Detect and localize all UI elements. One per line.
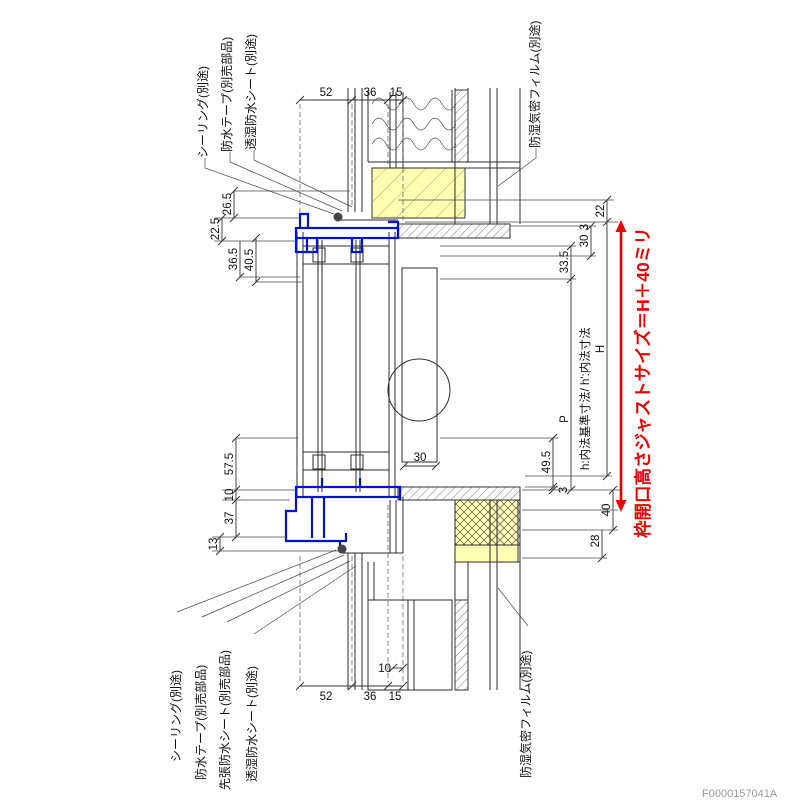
dim-right-40: 40 bbox=[601, 504, 613, 517]
label-breathable-sheet-top: 透湿防水シート(別途) bbox=[243, 34, 258, 150]
label-waterproof-tape-bottom: 防水テープ(別売部品) bbox=[193, 665, 208, 780]
dim-bottom-10: 10 bbox=[378, 663, 391, 675]
label-opening-height-note: 枠開口高さジャストサイズ＝H＋40ミリ bbox=[633, 227, 653, 538]
dim-right-28: 28 bbox=[590, 535, 602, 548]
dim-bottom-15: 15 bbox=[389, 691, 402, 703]
dimension-lines bbox=[212, 95, 620, 691]
red-arrow-down-icon bbox=[615, 500, 627, 512]
wall-structure bbox=[340, 88, 521, 691]
dim-left-57-5: 57.5 bbox=[224, 453, 236, 475]
dim-top-15: 15 bbox=[390, 87, 403, 99]
dim-right-P: P bbox=[559, 415, 571, 423]
dim-right-33-5: 33.5 bbox=[559, 251, 571, 273]
label-vapor-film-top: 防湿気密フィルム(別途) bbox=[527, 20, 542, 148]
dim-right-22: 22 bbox=[595, 205, 607, 218]
red-height-annotation bbox=[615, 220, 627, 512]
label-sealing-top: シーリング(別途) bbox=[195, 66, 210, 158]
dim-left-36-5: 36.5 bbox=[228, 248, 240, 270]
dim-right-H: H bbox=[595, 345, 607, 353]
dim-left-22-5: 22.5 bbox=[210, 218, 222, 240]
label-waterproof-tape-top: 防水テープ(別売部品) bbox=[219, 37, 234, 152]
dim-top-36: 36 bbox=[364, 87, 377, 99]
dim-left-26-5: 26.5 bbox=[222, 193, 234, 215]
dim-top-52: 52 bbox=[320, 87, 333, 99]
label-sealing-bottom: シーリング(別途) bbox=[168, 670, 183, 762]
dim-left-40-5: 40.5 bbox=[244, 249, 256, 271]
dim-left-10: 10 bbox=[224, 489, 236, 502]
label-inner-dimension-note: h:内法基準寸法/ h':内法寸法 bbox=[578, 327, 592, 470]
sealing-dot-top bbox=[333, 212, 343, 222]
label-breathable-sheet-bottom: 透湿防水シート(別途) bbox=[244, 666, 259, 782]
annotation-texts: シーリング(別途) 防水テープ(別売部品) 透湿防水シート(別途) 防湿気密フィ… bbox=[168, 20, 653, 790]
sealing-dots bbox=[333, 212, 347, 554]
doc-number: F0000157041A bbox=[702, 788, 778, 800]
label-pre-waterproof-sheet-bottom: 先張防水シート(別売部品) bbox=[217, 650, 232, 790]
label-vapor-film-bottom: 防湿気密フィルム(別途) bbox=[518, 650, 533, 778]
dim-right-3-top: 3 bbox=[579, 224, 591, 230]
sash-and-glass bbox=[296, 232, 451, 497]
dim-mid-30: 30 bbox=[414, 452, 427, 464]
dim-right-3-bottom: 3 bbox=[558, 487, 570, 493]
dim-left-37: 37 bbox=[224, 512, 236, 525]
dim-bottom-36: 36 bbox=[364, 691, 377, 703]
dim-left-13: 13 bbox=[208, 538, 220, 551]
dimension-texts: 52 36 15 52 36 15 10 30 22.5 26.5 36.5 4… bbox=[208, 87, 613, 703]
red-arrow-up-icon bbox=[615, 220, 627, 232]
dim-right-30: 30 bbox=[579, 235, 591, 248]
insulation-blocks bbox=[371, 167, 521, 563]
dim-right-49-5: 49.5 bbox=[541, 451, 553, 473]
window-frame-profile bbox=[284, 212, 402, 549]
dim-bottom-52: 52 bbox=[320, 691, 333, 703]
sealing-dot-bottom bbox=[337, 544, 347, 554]
